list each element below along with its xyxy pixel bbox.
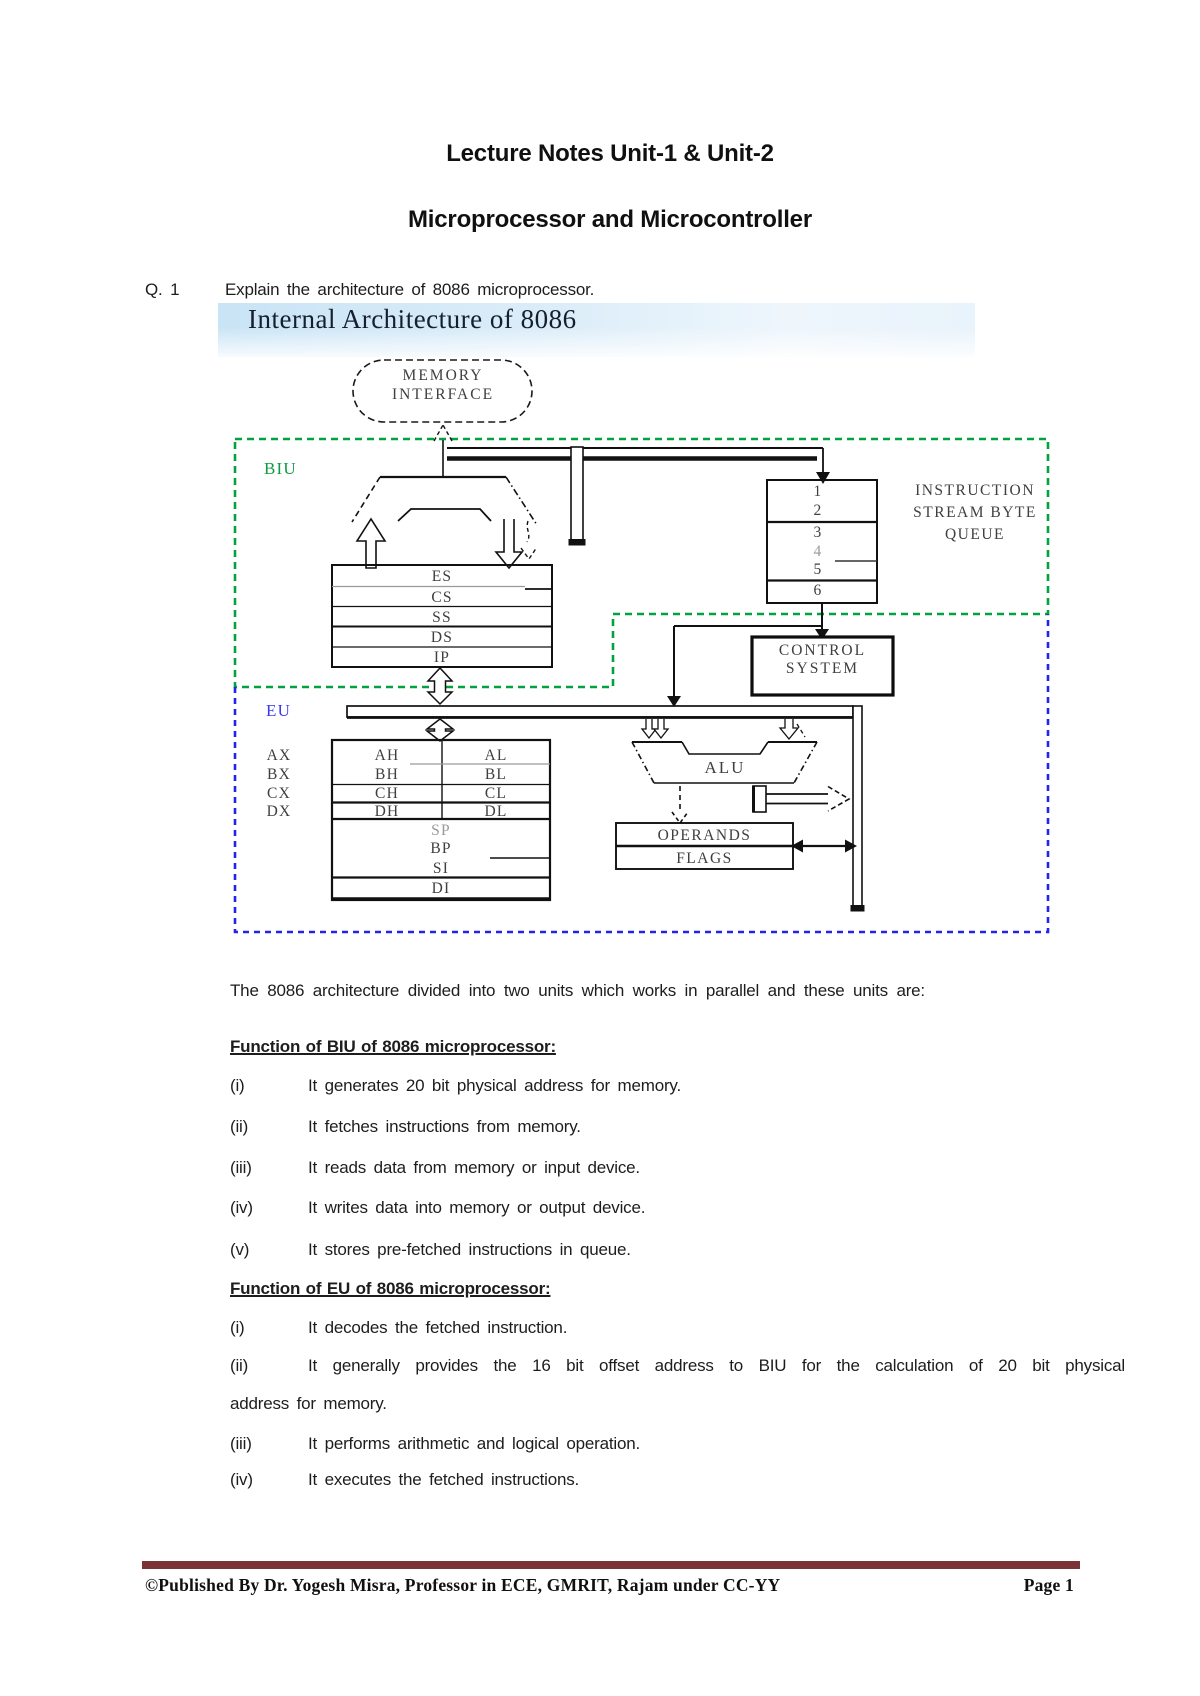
list-item-text: It generally provides the 16 bit offset … — [308, 1356, 1125, 1375]
queue-label-line3: QUEUE — [944, 526, 1006, 543]
control-system-label-line1: CONTROL — [778, 642, 867, 659]
list-numeral: (iv) — [230, 1198, 253, 1217]
list-numeral: (iv) — [230, 1470, 253, 1489]
eubus-register-arrow — [424, 718, 456, 742]
list-item-text: It reads data from memory or input devic… — [308, 1158, 640, 1177]
register-row-label-cx: CX — [267, 785, 291, 802]
address-adder-shape — [351, 475, 538, 526]
alu-shape — [631, 741, 818, 784]
segment-register-es: ES — [431, 568, 453, 585]
queue-slot-4: 4 — [813, 543, 823, 560]
alu-output-arrow — [752, 785, 851, 813]
memory-interface-label-line2: INTERFACE — [391, 386, 495, 403]
doc-title-line1: Lecture Notes Unit-1 & Unit-2 — [446, 140, 774, 167]
register-row-label-dx: DX — [266, 803, 292, 820]
segment-register-ds: DS — [430, 629, 454, 646]
list-item-text: It writes data into memory or output dev… — [308, 1198, 646, 1217]
general-register-box — [330, 738, 552, 902]
footer-divider-bar — [142, 1561, 1080, 1569]
queue-control-connector — [667, 603, 829, 707]
operands-label: OPERANDS — [657, 827, 752, 844]
register-bp: BP — [430, 840, 452, 857]
eu-bus — [346, 705, 854, 719]
register-sp: SP — [431, 822, 451, 839]
register-row-label-bx: BX — [267, 766, 291, 783]
biu-bus — [447, 446, 830, 546]
eu-section-heading: Function of EU of 8086 microprocessor: — [230, 1279, 551, 1298]
queue-label-line1: INSTRUCTION — [915, 482, 1035, 499]
list-item-text-continuation: address for memory. — [230, 1394, 387, 1413]
queue-slot-3: 3 — [813, 524, 823, 541]
queue-label-line2: STREAM BYTE — [913, 504, 1037, 521]
control-system-box — [750, 635, 895, 697]
question-number: Q. 1 — [145, 280, 180, 299]
operands-flags-box — [615, 822, 857, 870]
segment-register-cs: CS — [431, 589, 453, 606]
register-al: AL — [484, 747, 508, 764]
eu-region-outline — [233, 614, 1050, 934]
control-system-label-line2: SYSTEM — [785, 660, 860, 677]
segment-register-ip: IP — [433, 649, 451, 666]
alu-label: ALU — [704, 758, 746, 777]
queue-slot-2: 2 — [813, 502, 823, 519]
queue-slot-5: 5 — [813, 561, 823, 578]
segment-register-box — [331, 564, 553, 668]
register-ch: CH — [375, 785, 399, 802]
memory-interface-label-line1: MEMORY — [402, 367, 484, 384]
register-bl: BL — [484, 766, 508, 783]
list-numeral: (iii) — [230, 1158, 252, 1177]
list-item-text: It decodes the fetched instruction. — [308, 1318, 568, 1337]
list-numeral: (i) — [230, 1318, 245, 1337]
list-item-text: It executes the fetched instructions. — [308, 1470, 580, 1489]
register-dh: DH — [374, 803, 400, 820]
instruction-queue-box — [766, 479, 878, 604]
intro-paragraph: The 8086 architecture divided into two u… — [230, 981, 925, 1000]
register-si: SI — [432, 860, 450, 877]
list-item-text: It stores pre-fetched instructions in qu… — [308, 1240, 631, 1259]
list-numeral: (iii) — [230, 1434, 252, 1453]
list-numeral: (v) — [230, 1240, 250, 1259]
question-text: Explain the architecture of 8086 micropr… — [225, 280, 595, 299]
eubus-alu-arrows — [640, 719, 806, 741]
segment-register-ss: SS — [432, 609, 452, 626]
diagram-title-band — [218, 303, 975, 357]
list-item-text: It performs arithmetic and logical opera… — [308, 1434, 640, 1453]
list-numeral: (ii) — [230, 1117, 249, 1136]
register-row-label-ax: AX — [266, 747, 292, 764]
list-item-text: It generates 20 bit physical address for… — [308, 1076, 681, 1095]
queue-slot-1: 1 — [813, 483, 823, 500]
biu-to-memory-arrow — [433, 424, 453, 477]
register-cl: CL — [484, 785, 508, 802]
flags-label: FLAGS — [676, 850, 733, 867]
memory-interface-shape — [352, 359, 533, 423]
list-numeral: (ii) — [230, 1356, 249, 1375]
register-bh: BH — [375, 766, 399, 783]
segment-down-arrow — [494, 519, 538, 570]
diagram-title: Internal Architecture of 8086 — [248, 304, 577, 334]
eu-label: EU — [266, 701, 292, 720]
queue-slot-6: 6 — [813, 582, 823, 599]
list-item-text: It fetches instructions from memory. — [308, 1117, 581, 1136]
register-di: DI — [431, 880, 451, 897]
footer-credit: ©Published By Dr. Yogesh Misra, Professo… — [145, 1575, 781, 1595]
biu-label: BIU — [264, 459, 297, 478]
list-numeral: (i) — [230, 1076, 245, 1095]
register-dl: DL — [484, 803, 508, 820]
segment-up-arrow — [355, 517, 387, 569]
footer-page-number: Page 1 — [1023, 1575, 1074, 1595]
alu-operands-arrow — [671, 786, 689, 825]
register-ah: AH — [374, 747, 400, 764]
segment-eubus-arrow — [426, 666, 454, 706]
biu-section-heading: Function of BIU of 8086 microprocessor: — [230, 1037, 556, 1056]
doc-title-line2: Microprocessor and Microcontroller — [408, 206, 812, 233]
eu-right-bus — [850, 705, 865, 912]
